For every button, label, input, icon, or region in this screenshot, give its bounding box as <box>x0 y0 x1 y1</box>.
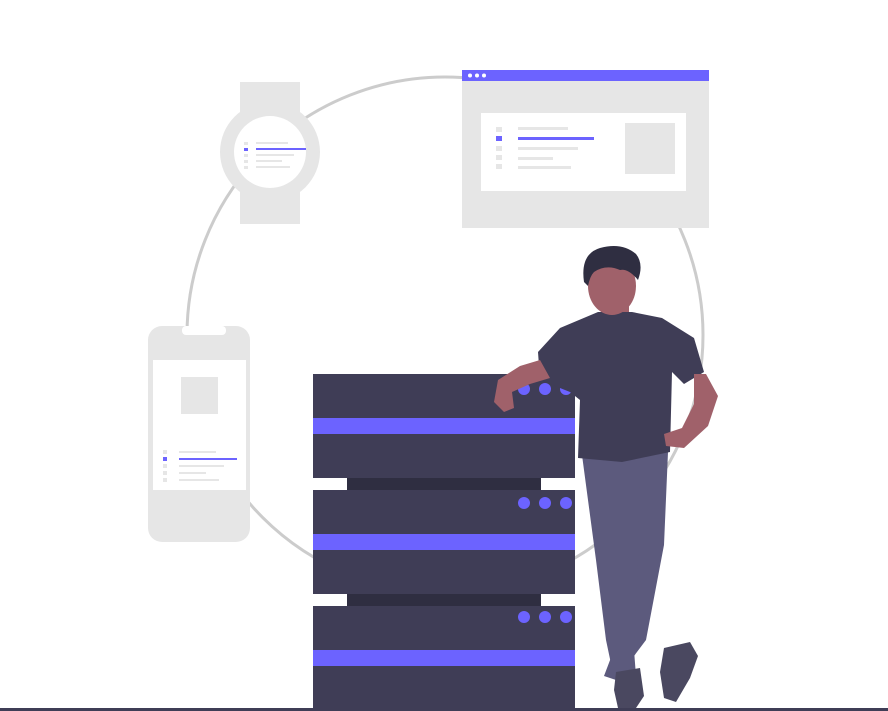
browser-dot-3 <box>482 73 486 78</box>
server-stack <box>313 374 575 710</box>
person-head <box>588 257 636 315</box>
server-connector-1 <box>347 478 541 490</box>
person-shoe-left <box>614 668 644 708</box>
person-shirt <box>538 312 704 462</box>
server-light <box>539 383 551 395</box>
server-accent-stripe <box>313 650 575 666</box>
phone-notch <box>182 326 226 335</box>
server-light <box>539 497 551 509</box>
smartwatch <box>220 82 320 224</box>
ground-line <box>0 708 888 711</box>
smartphone <box>148 326 250 542</box>
server-light <box>518 497 530 509</box>
person-right-arm <box>664 374 718 448</box>
browser-dot-2 <box>475 73 479 78</box>
browser-dot-1 <box>468 73 472 78</box>
watch-screen <box>234 116 306 188</box>
browser-image-placeholder <box>625 123 675 174</box>
server-light <box>518 611 530 623</box>
person-hair <box>583 246 641 286</box>
server-unit <box>313 374 575 478</box>
phone-list <box>163 450 237 482</box>
server-light <box>539 611 551 623</box>
person-left-arm <box>494 360 550 412</box>
server-connector-2 <box>347 594 541 606</box>
server-unit <box>313 606 575 710</box>
person-shoe-right <box>660 642 698 702</box>
server-unit <box>313 490 575 594</box>
server-accent-stripe <box>313 418 575 434</box>
server-light <box>560 497 572 509</box>
server-light <box>560 611 572 623</box>
browser-window <box>462 70 709 228</box>
phone-image-placeholder <box>181 377 218 414</box>
person <box>494 246 718 708</box>
server-accent-stripe <box>313 534 575 550</box>
browser-list <box>496 127 594 169</box>
watch-list <box>244 142 306 169</box>
browser-titlebar <box>462 70 709 81</box>
person-front-leg <box>582 455 640 678</box>
